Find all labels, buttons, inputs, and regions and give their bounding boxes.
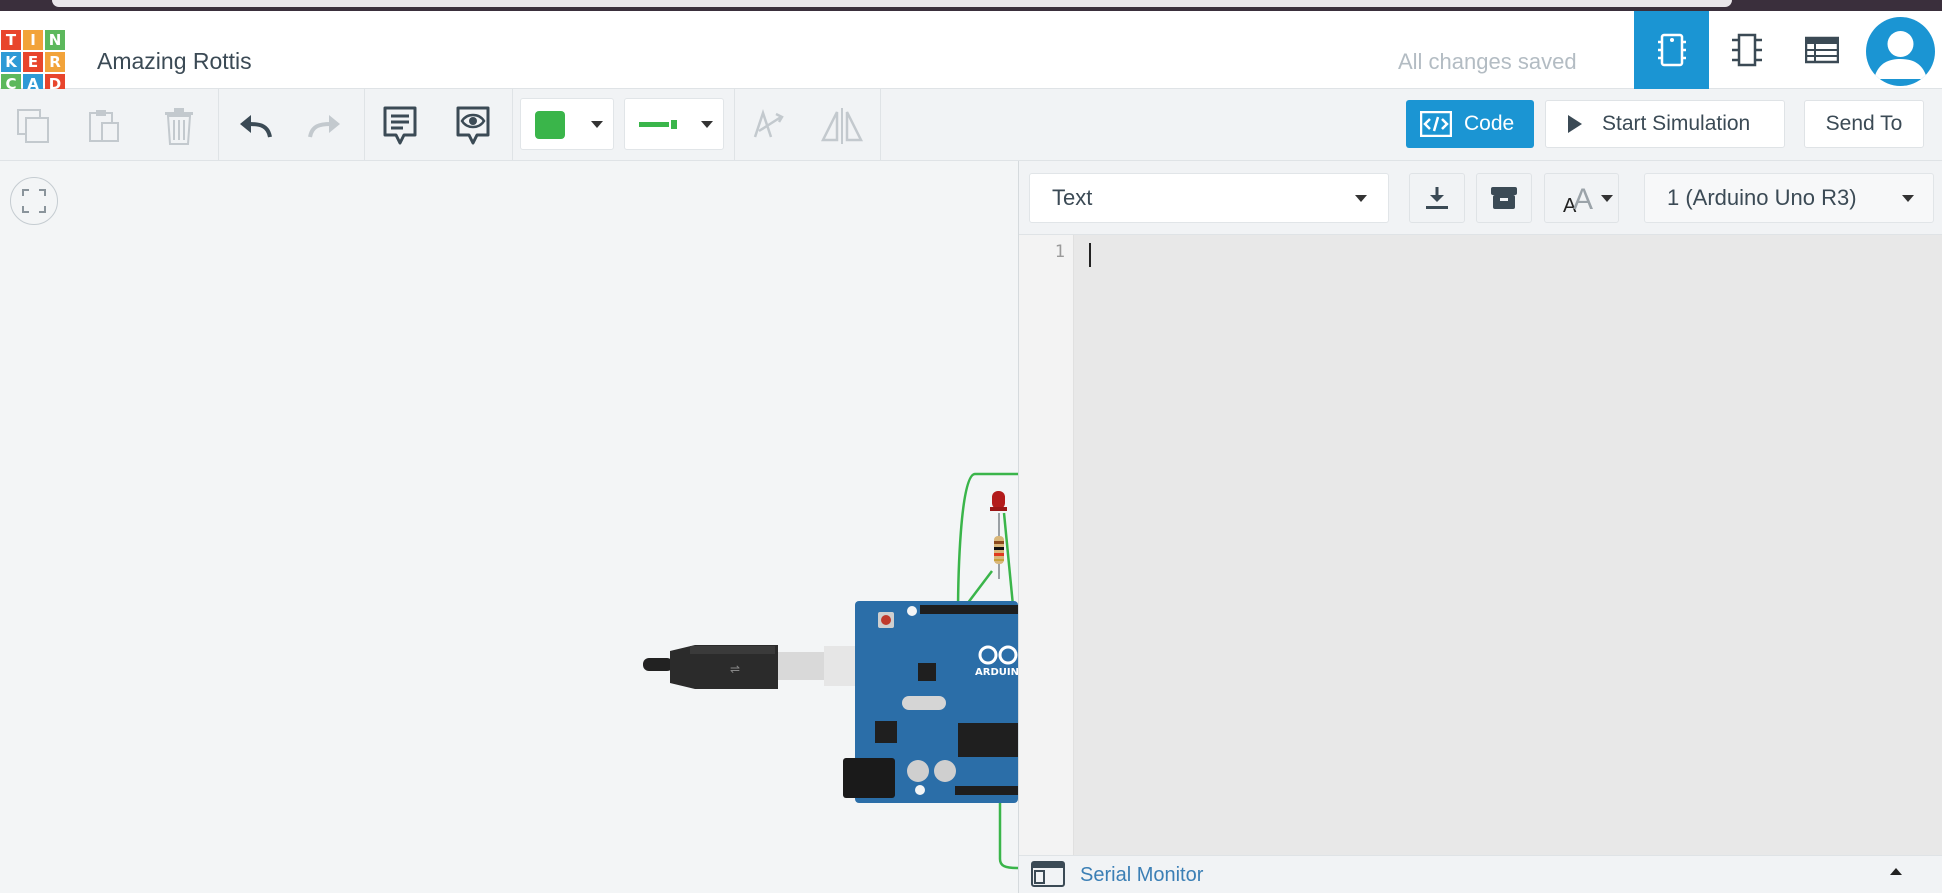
paste-button[interactable] bbox=[79, 101, 129, 151]
code-icon bbox=[1420, 111, 1452, 137]
fit-view-icon bbox=[22, 189, 46, 213]
flip-button[interactable] bbox=[817, 101, 867, 151]
notes-button[interactable] bbox=[375, 101, 425, 151]
code-button[interactable]: Code bbox=[1406, 100, 1534, 148]
zoom-to-fit-button[interactable] bbox=[10, 177, 58, 225]
font-size-icon: A A bbox=[1563, 183, 1593, 214]
toolbar-divider bbox=[880, 89, 881, 161]
usb-cable-end bbox=[643, 658, 673, 671]
copy-button[interactable] bbox=[9, 101, 59, 151]
text-cursor bbox=[1089, 243, 1091, 267]
schematic-view-button[interactable] bbox=[1709, 11, 1784, 89]
device-select-value: 1 (Arduino Uno R3) bbox=[1667, 185, 1857, 210]
play-icon bbox=[1568, 115, 1582, 133]
wire-style-swatch bbox=[639, 122, 669, 127]
logo-letter: E bbox=[23, 52, 43, 72]
chevron-down-icon bbox=[1902, 195, 1914, 202]
project-title[interactable]: Amazing Rottis bbox=[97, 48, 252, 74]
logo-letter: I bbox=[23, 30, 43, 50]
toolbar-divider bbox=[512, 89, 513, 161]
usb-connector bbox=[778, 652, 824, 680]
toolbar-divider bbox=[218, 89, 219, 161]
undo-button[interactable] bbox=[230, 101, 280, 151]
circuit-drawing: ⇌ ARDUINO bbox=[643, 472, 1018, 870]
color-swatch bbox=[535, 111, 565, 139]
code-text-area[interactable]: 1 bbox=[1019, 235, 1942, 855]
usb-plug bbox=[670, 645, 778, 689]
schematic-view-icon bbox=[1731, 33, 1762, 67]
circuit-view-icon bbox=[1657, 33, 1686, 67]
wire-style-swatch bbox=[671, 120, 677, 129]
start-simulation-button[interactable]: Start Simulation bbox=[1545, 100, 1785, 148]
flip-icon bbox=[820, 108, 864, 144]
chevron-down-icon bbox=[591, 121, 603, 128]
svg-text:A: A bbox=[1573, 183, 1593, 214]
wire-style-picker[interactable] bbox=[624, 98, 724, 150]
wire bbox=[1002, 512, 1016, 617]
led-body bbox=[992, 491, 1005, 509]
header-pins bbox=[920, 605, 1018, 614]
svg-text:⇌: ⇌ bbox=[730, 662, 740, 676]
download-icon bbox=[1426, 187, 1448, 209]
send-to-button[interactable]: Send To bbox=[1804, 100, 1924, 148]
paste-icon bbox=[89, 110, 119, 142]
device-select[interactable]: 1 (Arduino Uno R3) bbox=[1644, 173, 1934, 223]
serial-monitor-icon bbox=[1031, 861, 1065, 887]
libraries-button[interactable] bbox=[1476, 173, 1532, 223]
code-mode-value: Text bbox=[1052, 185, 1093, 210]
logo-letter: T bbox=[1, 30, 21, 50]
wire bbox=[998, 793, 1018, 870]
logo-letter: K bbox=[1, 52, 21, 72]
start-simulation-label: Start Simulation bbox=[1602, 112, 1751, 135]
svg-text:A: A bbox=[1563, 195, 1577, 214]
board-brand-text: ARDUINO bbox=[975, 667, 1018, 678]
app-header: T I N K E R C A D Amazing Rottis All cha… bbox=[0, 11, 1942, 94]
note-icon bbox=[383, 106, 417, 145]
chevron-down-icon bbox=[701, 121, 713, 128]
font-size-button[interactable]: A A bbox=[1544, 173, 1619, 223]
code-editor-panel: Text A A bbox=[1018, 161, 1942, 893]
logo-letter: N bbox=[45, 30, 65, 50]
component-list-button[interactable] bbox=[1784, 11, 1859, 89]
delete-button[interactable] bbox=[154, 101, 204, 151]
user-avatar[interactable] bbox=[1866, 17, 1935, 86]
save-status: All changes saved bbox=[1398, 49, 1577, 74]
circuit-canvas[interactable]: ⇌ ARDUINO bbox=[0, 161, 1018, 893]
user-icon bbox=[1874, 31, 1927, 79]
wire bbox=[956, 472, 1018, 617]
trash-icon bbox=[165, 108, 193, 145]
logo-letter: R bbox=[45, 52, 65, 72]
code-button-label: Code bbox=[1464, 112, 1515, 135]
archive-icon bbox=[1491, 187, 1517, 209]
toolbar-divider bbox=[364, 89, 365, 161]
line-number: 1 bbox=[1054, 242, 1065, 262]
circuit-view-button[interactable] bbox=[1634, 11, 1709, 89]
toolbar-divider bbox=[734, 89, 735, 161]
serial-monitor-bar[interactable]: Serial Monitor bbox=[1019, 855, 1942, 893]
serial-monitor-label: Serial Monitor bbox=[1080, 864, 1204, 886]
eye-note-icon bbox=[456, 106, 490, 145]
table-list-icon bbox=[1804, 36, 1839, 64]
color-picker[interactable] bbox=[520, 98, 614, 150]
chevron-down-icon bbox=[1601, 195, 1613, 202]
browser-chrome-strip bbox=[0, 0, 1942, 11]
chevron-up-icon[interactable] bbox=[1889, 866, 1903, 876]
copy-icon bbox=[17, 109, 49, 143]
notes-visibility-button[interactable] bbox=[448, 101, 498, 151]
rotate-button[interactable] bbox=[743, 101, 793, 151]
tinkercad-logo[interactable]: T I N K E R C A D bbox=[1, 30, 67, 94]
chevron-down-icon bbox=[1355, 195, 1367, 202]
redo-icon bbox=[308, 115, 340, 138]
code-toolbar: Text A A bbox=[1019, 161, 1942, 235]
download-code-button[interactable] bbox=[1409, 173, 1465, 223]
undo-icon bbox=[240, 115, 272, 138]
redo-button[interactable] bbox=[300, 101, 350, 151]
rotate-icon bbox=[753, 109, 784, 138]
line-number-gutter: 1 bbox=[1019, 235, 1074, 855]
code-mode-select[interactable]: Text bbox=[1029, 173, 1389, 223]
